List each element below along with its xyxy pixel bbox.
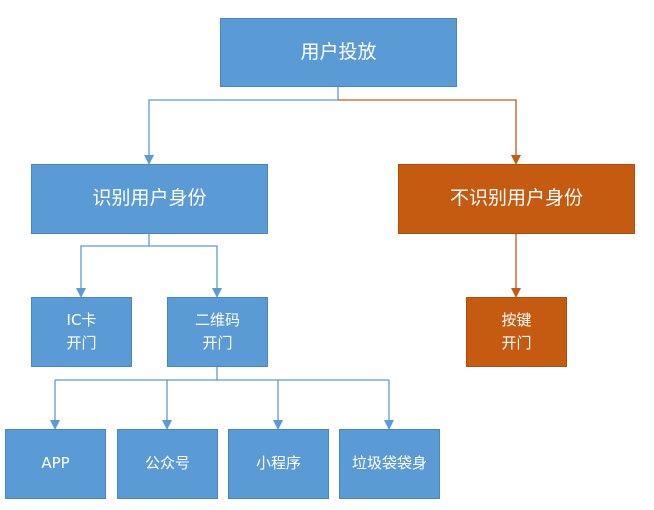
arrowhead xyxy=(50,420,60,430)
node-garbage-bag-label: 垃圾袋袋身 xyxy=(351,454,427,473)
arrowhead xyxy=(162,420,172,430)
arrowhead xyxy=(273,420,283,430)
node-identify: 识别用户身份 xyxy=(31,164,268,234)
node-mini-program: 小程序 xyxy=(228,429,329,499)
node-no-identify: 不识别用户身份 xyxy=(398,164,635,234)
arrowhead xyxy=(511,155,521,165)
node-garbage-bag: 垃圾袋袋身 xyxy=(339,429,440,499)
connector-identify-to-children xyxy=(80,234,150,291)
node-identify-label: 识别用户身份 xyxy=(92,187,207,210)
node-official-account: 公众号 xyxy=(117,429,218,499)
node-qrcode: 二维码 开门 xyxy=(167,297,268,367)
arrowhead xyxy=(76,288,86,298)
connector-root-to-identify xyxy=(148,87,339,158)
node-official-account-label: 公众号 xyxy=(144,454,190,473)
node-app-label: APP xyxy=(41,454,70,473)
node-root: 用户投放 xyxy=(220,18,457,87)
arrowhead xyxy=(384,420,394,430)
connector-root-to-no-identify xyxy=(338,99,517,158)
arrowhead xyxy=(511,288,521,298)
node-root-label: 用户投放 xyxy=(300,40,377,63)
node-ic-card: IC卡 开门 xyxy=(31,297,132,367)
node-mini-program-label: 小程序 xyxy=(255,454,301,473)
node-qrcode-label: 二维码 开门 xyxy=(194,310,240,352)
arrowhead xyxy=(212,288,222,298)
node-app: APP xyxy=(5,429,106,499)
node-button: 按键 开门 xyxy=(466,297,567,367)
arrowhead xyxy=(144,155,154,165)
node-ic-card-label: IC卡 开门 xyxy=(66,310,97,352)
node-button-label: 按键 开门 xyxy=(501,310,532,352)
node-no-identify-label: 不识别用户身份 xyxy=(449,187,583,210)
